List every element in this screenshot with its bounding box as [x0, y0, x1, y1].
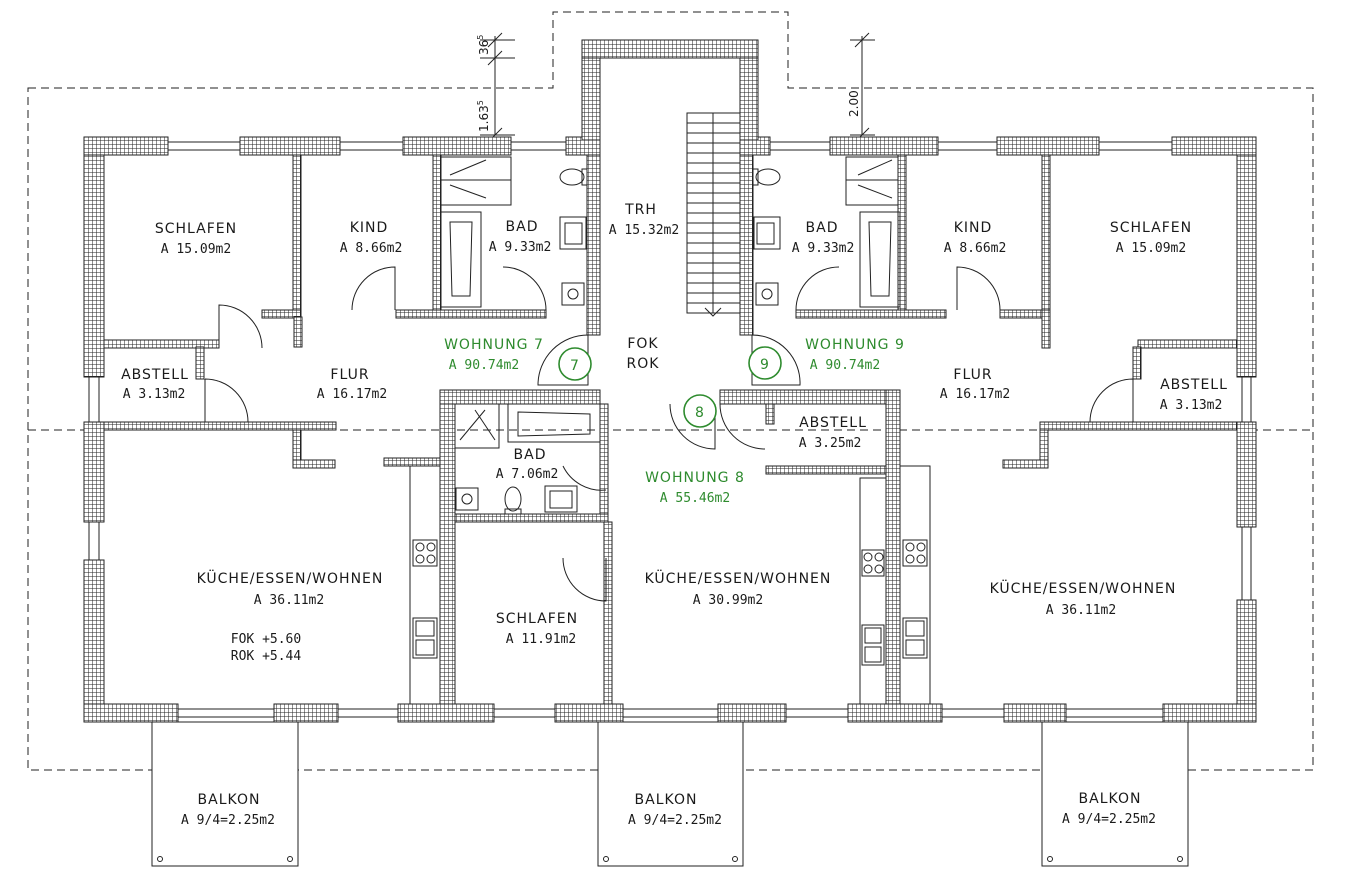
level-fok: FOK +5.60 — [231, 632, 301, 647]
apartment-9-number: 9 — [760, 357, 770, 373]
room-bad-right-area: A 9.33m2 — [792, 241, 855, 256]
room-schlafen-center-name: SCHLAFEN — [496, 611, 578, 627]
balkon-right-area: A 9/4=2.25m2 — [1062, 812, 1156, 827]
room-abstell-center-name: ABSTELL — [799, 415, 867, 431]
apartment-9-marker — [748, 346, 782, 380]
room-kind-left-area: A 8.66m2 — [340, 241, 403, 256]
room-kew-right-area: A 36.11m2 — [1046, 603, 1116, 618]
room-trh-name: TRH — [624, 202, 657, 218]
room-kew-left-name: KÜCHE/ESSEN/WOHNEN — [197, 569, 384, 587]
room-kew-right-name: KÜCHE/ESSEN/WOHNEN — [990, 579, 1177, 597]
room-kew-center-area: A 30.99m2 — [693, 593, 763, 608]
stair-fok-label: FOK — [627, 336, 658, 352]
dim-value-36: 36 — [477, 40, 491, 55]
room-bad-center-area: A 7.06m2 — [496, 467, 559, 482]
dim-sup-36: 5 — [476, 35, 485, 40]
room-flur-left-area: A 16.17m2 — [317, 387, 387, 402]
room-abstell-left-name: ABSTELL — [121, 367, 189, 383]
room-flur-left-name: FLUR — [330, 367, 369, 383]
apartment-8-area: A 55.46m2 — [660, 491, 730, 506]
apartment-9-area: A 90.74m2 — [810, 358, 880, 373]
room-kind-right-area: A 8.66m2 — [944, 241, 1007, 256]
windows — [88, 141, 1252, 718]
room-bad-right-name: BAD — [806, 220, 839, 236]
room-bad-left-name: BAD — [506, 219, 539, 235]
balconies — [151, 721, 1189, 867]
dim-label-200: 2.00 — [847, 90, 861, 117]
room-kind-right-name: KIND — [954, 220, 993, 236]
dimension-labels: 365 1.635 2.00 — [476, 35, 861, 132]
apartment-7-marker — [558, 347, 592, 381]
apartment-9-name: WOHNUNG 9 — [805, 337, 905, 353]
apartment-7-area: A 90.74m2 — [449, 358, 519, 373]
room-kew-left-area: A 36.11m2 — [254, 593, 324, 608]
balkon-center-area: A 9/4=2.25m2 — [628, 813, 722, 828]
dim-label-36: 365 — [476, 35, 491, 55]
doors — [204, 266, 1134, 602]
balkon-left-area: A 9/4=2.25m2 — [181, 813, 275, 828]
room-abstell-left-area: A 3.13m2 — [123, 387, 186, 402]
room-abstell-right-area: A 3.13m2 — [1160, 398, 1223, 413]
apartment-8-number: 8 — [695, 405, 705, 421]
room-bad-center-name: BAD — [514, 447, 547, 463]
fixtures — [409, 156, 931, 705]
balkon-center-name: BALKON — [635, 792, 698, 808]
room-flur-right-name: FLUR — [953, 367, 992, 383]
balcony-posts — [157, 856, 1183, 862]
room-labels: SCHLAFEN A 15.09m2 KIND A 8.66m2 BAD A 9… — [121, 202, 1228, 828]
dim-sup-163: 5 — [476, 100, 485, 105]
dim-value-163: 1.63 — [477, 105, 491, 132]
apartment-markers — [558, 346, 782, 428]
stair-rok-label: ROK — [627, 356, 660, 372]
stair-flight — [686, 112, 741, 317]
room-schlafen-right-name: SCHLAFEN — [1110, 220, 1192, 236]
balkon-left-name: BALKON — [198, 792, 261, 808]
apartment-7-number: 7 — [570, 358, 580, 374]
level-rok: ROK +5.44 — [231, 649, 302, 664]
room-schlafen-center-area: A 11.91m2 — [506, 632, 576, 647]
room-schlafen-right-area: A 15.09m2 — [1116, 241, 1186, 256]
interior-walls — [103, 154, 1238, 705]
room-schlafen-left-area: A 15.09m2 — [161, 242, 231, 257]
room-flur-right-area: A 16.17m2 — [940, 387, 1010, 402]
dimension-lines — [480, 32, 875, 143]
dim-label-163: 1.635 — [476, 100, 491, 132]
apartment-7-name: WOHNUNG 7 — [444, 337, 544, 353]
room-abstell-right-name: ABSTELL — [1160, 377, 1228, 393]
room-kew-center-name: KÜCHE/ESSEN/WOHNEN — [645, 569, 832, 587]
room-trh-area: A 15.32m2 — [609, 223, 679, 238]
balkon-right-name: BALKON — [1079, 791, 1142, 807]
room-schlafen-left-name: SCHLAFEN — [155, 221, 237, 237]
room-kind-left-name: KIND — [350, 220, 389, 236]
exterior-walls — [83, 39, 1257, 723]
room-bad-left-area: A 9.33m2 — [489, 240, 552, 255]
apartment-8-marker — [683, 394, 717, 428]
apartment-8-name: WOHNUNG 8 — [645, 470, 745, 486]
room-abstell-center-area: A 3.25m2 — [799, 436, 862, 451]
roof-outline — [27, 11, 1314, 771]
